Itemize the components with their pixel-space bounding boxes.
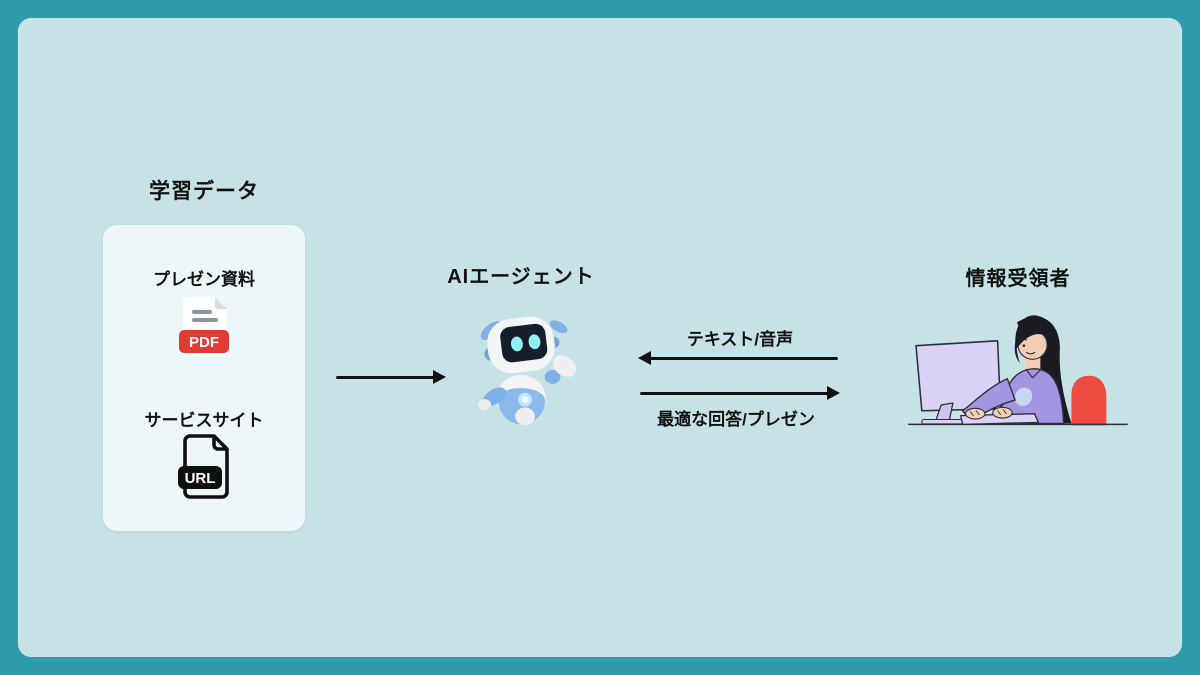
recipient-title: 情報受領者 xyxy=(965,268,1071,290)
data-input-arrow xyxy=(336,370,446,384)
url-badge-text: URL xyxy=(185,470,216,487)
response-arrow xyxy=(640,386,840,400)
diagram-panel: 学習データ プレゼン資料 PDF サービスサイト xyxy=(18,18,1182,657)
response-flow-label: 最適な回答/プレゼン xyxy=(657,410,815,429)
arrow-line xyxy=(640,391,829,395)
request-flow-label: テキスト/音声 xyxy=(686,330,794,349)
arrow-line xyxy=(336,375,435,379)
service-site-label: サービスサイト xyxy=(144,411,264,430)
learning-data-card: プレゼン資料 PDF サービスサイト URL xyxy=(103,225,305,531)
robot-illustration xyxy=(465,304,585,447)
arrowhead-left-icon xyxy=(638,351,651,365)
presentation-materials-label: プレゼン資料 xyxy=(153,270,255,289)
arrowhead-right-icon xyxy=(433,370,446,384)
request-arrow xyxy=(638,351,838,365)
woman-at-computer-illustration xyxy=(903,301,1133,442)
arrowhead-right-icon xyxy=(827,386,840,400)
arrow-line xyxy=(649,356,838,360)
url-file-icon: URL xyxy=(176,433,232,506)
ai-agent-title: AIエージェント xyxy=(447,266,595,288)
learning-data-title: 学習データ xyxy=(149,180,259,203)
pdf-file-icon: PDF xyxy=(175,295,233,366)
pdf-badge-text: PDF xyxy=(189,334,219,351)
